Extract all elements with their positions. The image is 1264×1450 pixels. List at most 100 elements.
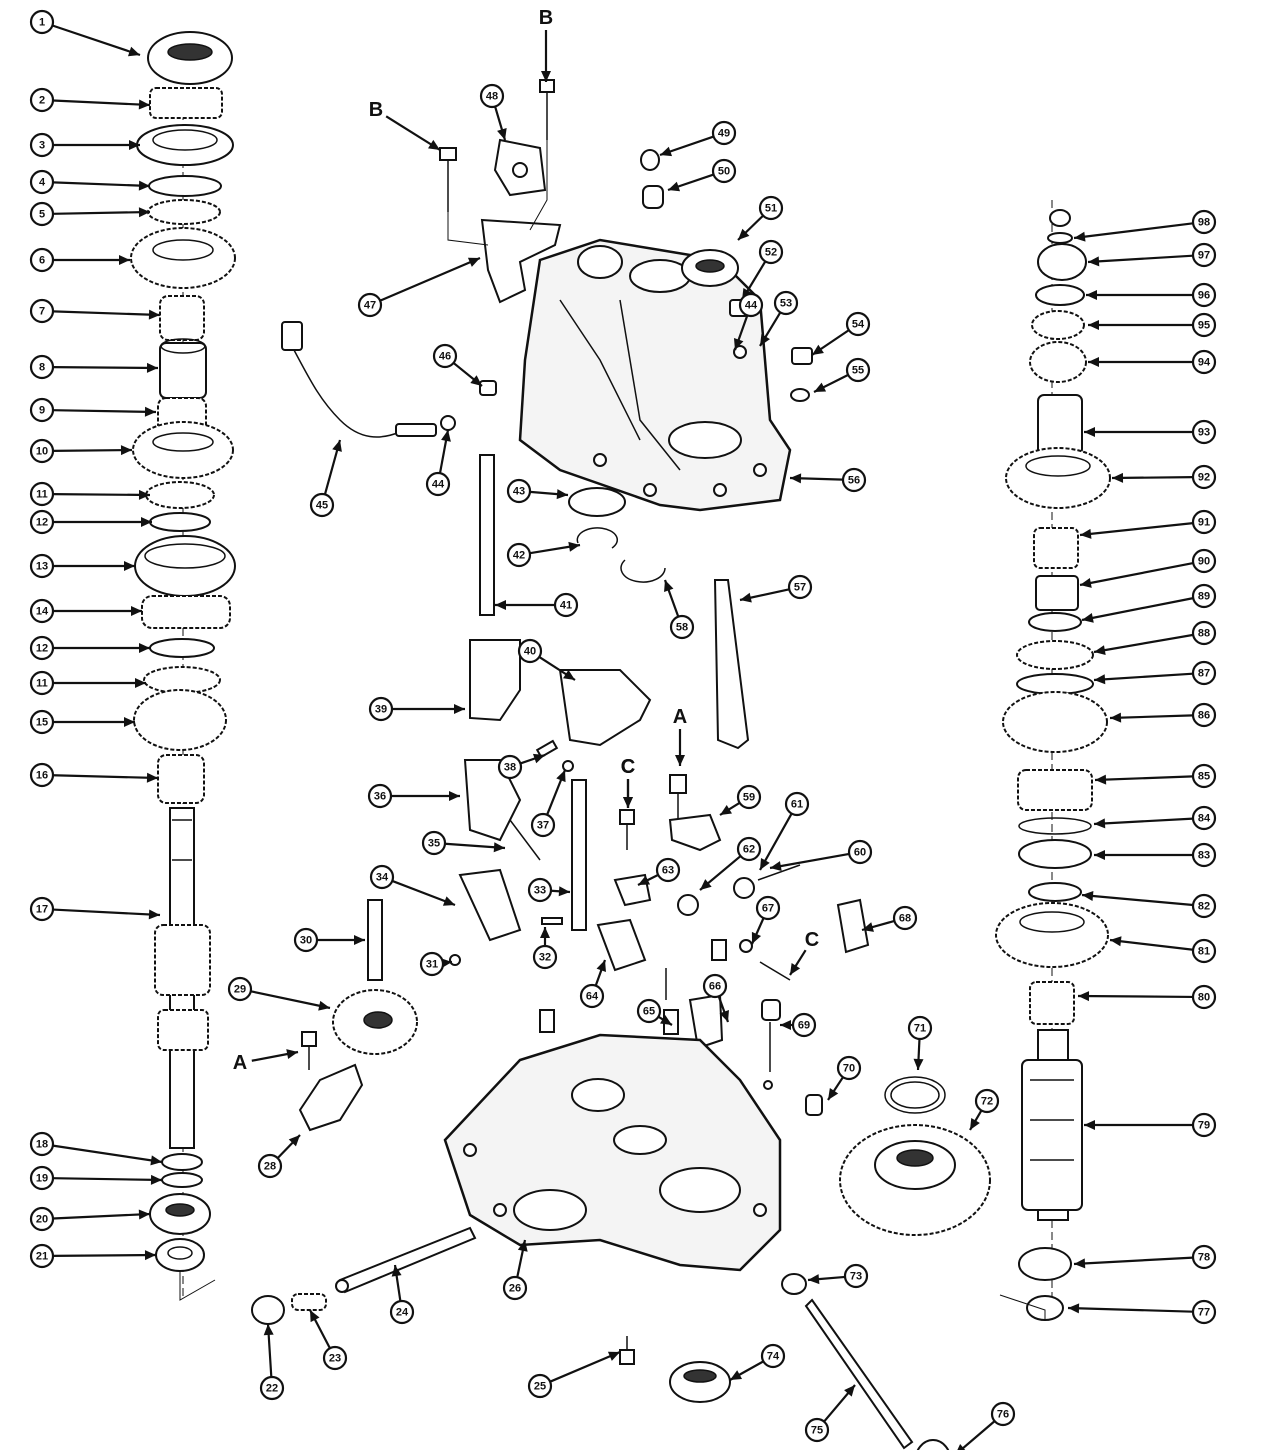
callout-circle bbox=[1191, 842, 1217, 868]
callout-circle bbox=[425, 471, 451, 497]
callout-circle bbox=[29, 709, 55, 735]
callout-circle bbox=[791, 1012, 817, 1038]
callout-6: 6 bbox=[29, 247, 55, 273]
callout-number: 8 bbox=[39, 362, 45, 374]
callout-number: 34 bbox=[376, 872, 389, 884]
callout-93: 93 bbox=[1191, 419, 1217, 445]
arrow-head bbox=[970, 1117, 980, 1130]
callout-circle bbox=[974, 1088, 1000, 1114]
callout-29: 29 bbox=[227, 976, 253, 1002]
arrow-head bbox=[1082, 612, 1094, 623]
callout-number: 71 bbox=[914, 1023, 926, 1035]
callout-circle bbox=[758, 239, 784, 265]
callout-60: 60 bbox=[847, 839, 873, 865]
callout-circle bbox=[421, 830, 447, 856]
callout-circle bbox=[532, 944, 558, 970]
callout-number: 54 bbox=[852, 319, 865, 331]
leader-lines bbox=[52, 24, 1194, 1450]
callout-97: 97 bbox=[1191, 242, 1217, 268]
callout-circle bbox=[836, 1055, 862, 1081]
callout-number: 83 bbox=[1198, 850, 1210, 862]
callout-number: 75 bbox=[811, 1425, 823, 1437]
callout-number: 77 bbox=[1198, 1307, 1210, 1319]
callout-39: 39 bbox=[368, 696, 394, 722]
arrow-head bbox=[391, 1265, 402, 1277]
arrow-head bbox=[740, 592, 752, 603]
callout-number: 70 bbox=[843, 1063, 855, 1075]
callout-number: 64 bbox=[586, 991, 599, 1003]
callout-47: 47 bbox=[357, 292, 383, 318]
callout-76: 76 bbox=[990, 1401, 1016, 1427]
callout-number: 69 bbox=[798, 1020, 810, 1032]
callout-23: 23 bbox=[322, 1345, 348, 1371]
callout-number: 18 bbox=[36, 1139, 48, 1151]
callout-59: 59 bbox=[736, 784, 762, 810]
arrow-head bbox=[1088, 256, 1100, 267]
arrow-head bbox=[144, 1250, 156, 1261]
callout-number: 57 bbox=[794, 582, 806, 594]
callout-80: 80 bbox=[1191, 984, 1217, 1010]
arrow-head bbox=[1068, 1303, 1080, 1314]
arrow-head bbox=[497, 128, 507, 140]
callout-circle bbox=[845, 311, 871, 337]
callout-77: 77 bbox=[1191, 1299, 1217, 1325]
bottom-parts bbox=[251, 1226, 950, 1450]
callout-circle bbox=[419, 951, 445, 977]
arrow-head bbox=[148, 909, 160, 920]
callout-81: 81 bbox=[1191, 938, 1217, 964]
callout-30: 30 bbox=[293, 927, 319, 953]
callout-number: 10 bbox=[36, 446, 48, 458]
callout-number: 90 bbox=[1198, 556, 1210, 568]
callout-35: 35 bbox=[421, 830, 447, 856]
callout-circle bbox=[1191, 209, 1217, 235]
callout-42: 42 bbox=[506, 542, 532, 568]
callout-36: 36 bbox=[367, 783, 393, 809]
callout-number: 14 bbox=[36, 606, 49, 618]
arrow-head bbox=[668, 181, 681, 192]
arrow-head bbox=[138, 99, 150, 110]
arrow-head bbox=[441, 430, 451, 442]
callout-number: 4 bbox=[39, 177, 46, 189]
callout-82: 82 bbox=[1191, 893, 1217, 919]
callout-number: 35 bbox=[428, 838, 440, 850]
arrow-head bbox=[263, 1324, 274, 1336]
arrow-head bbox=[332, 440, 342, 452]
callout-circle bbox=[497, 754, 523, 780]
callout-number: 39 bbox=[375, 704, 387, 716]
callout-number: 95 bbox=[1198, 320, 1210, 332]
callout-circle bbox=[502, 1275, 528, 1301]
callout-95: 95 bbox=[1191, 312, 1217, 338]
callout-circle bbox=[322, 1345, 348, 1371]
callout-circle bbox=[29, 598, 55, 624]
arrow-head bbox=[790, 473, 802, 484]
callout-9: 9 bbox=[29, 397, 55, 423]
callout-circle bbox=[29, 9, 55, 35]
callout-circle bbox=[29, 132, 55, 158]
callout-88: 88 bbox=[1191, 620, 1217, 646]
callout-circle bbox=[29, 397, 55, 423]
callout-12: 12 bbox=[29, 635, 55, 661]
callout-number: 20 bbox=[36, 1214, 48, 1226]
callout-83: 83 bbox=[1191, 842, 1217, 868]
leader-line bbox=[52, 493, 151, 497]
callout-61: 61 bbox=[784, 791, 810, 817]
leader-line bbox=[1093, 817, 1194, 826]
arrow-head bbox=[812, 344, 824, 355]
callout-circle bbox=[1191, 242, 1217, 268]
arrow-head bbox=[1082, 891, 1094, 901]
arrow-head bbox=[730, 1370, 743, 1380]
callout-number: 98 bbox=[1198, 217, 1210, 229]
callout-circle bbox=[1191, 984, 1217, 1010]
callout-circle bbox=[711, 158, 737, 184]
callout-number: 12 bbox=[36, 643, 48, 655]
leader-line bbox=[1109, 938, 1194, 951]
callout-circle bbox=[1191, 893, 1217, 919]
callout-number: 21 bbox=[36, 1251, 48, 1263]
callout-25: 25 bbox=[527, 1373, 553, 1399]
callout-number: 76 bbox=[997, 1409, 1009, 1421]
callout-96: 96 bbox=[1191, 282, 1217, 308]
arrow-head bbox=[144, 406, 156, 417]
callout-67: 67 bbox=[755, 895, 781, 921]
callout-circle bbox=[368, 696, 394, 722]
arrow-head bbox=[1074, 1258, 1086, 1269]
